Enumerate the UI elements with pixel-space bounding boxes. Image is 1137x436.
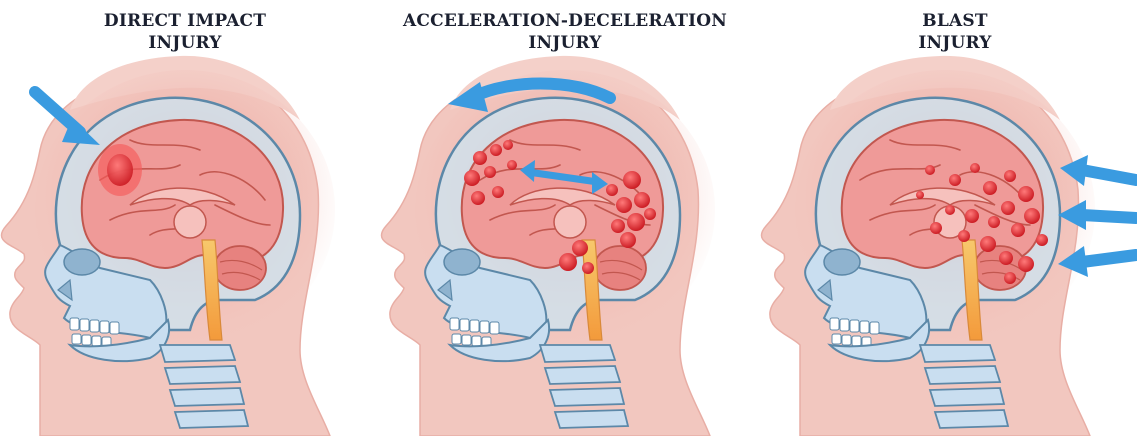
title-line-2: INJURY bbox=[380, 32, 750, 54]
title-line-1: DIRECT IMPACT bbox=[0, 10, 370, 32]
acceleration-deceleration-illustration bbox=[380, 0, 750, 436]
title-line-2: INJURY bbox=[0, 32, 370, 54]
panel-acceleration-deceleration: ACCELERATION-DECELERATION INJURY bbox=[380, 0, 750, 436]
title-line-1: ACCELERATION-DECELERATION bbox=[380, 10, 750, 32]
panel-blast: BLAST INJURY bbox=[760, 0, 1137, 436]
panel-title: ACCELERATION-DECELERATION INJURY bbox=[380, 10, 750, 54]
panel-title: BLAST INJURY bbox=[770, 10, 1137, 54]
panel-direct-impact: DIRECT IMPACT INJURY bbox=[0, 0, 370, 436]
panel-title: DIRECT IMPACT INJURY bbox=[0, 10, 370, 54]
blast-illustration bbox=[760, 0, 1137, 436]
focal-lesion bbox=[98, 144, 142, 196]
title-line-2: INJURY bbox=[770, 32, 1137, 54]
blast-arrows-icon bbox=[1058, 155, 1136, 277]
direct-impact-illustration bbox=[0, 0, 370, 436]
title-line-1: BLAST bbox=[770, 10, 1137, 32]
